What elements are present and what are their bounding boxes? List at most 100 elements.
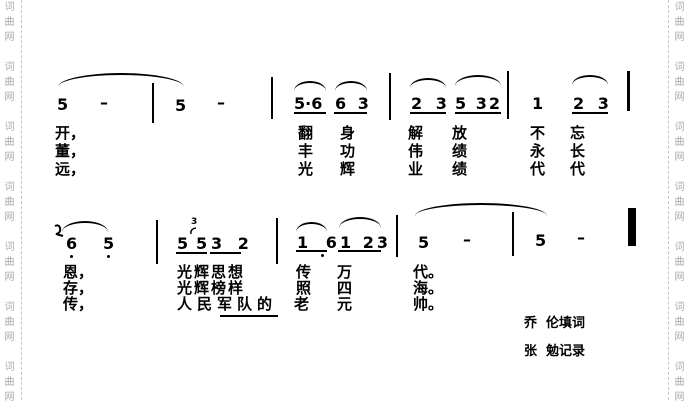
- lyric: 帅。: [413, 295, 444, 313]
- transcriber-credit: 张 勉记录: [524, 344, 586, 359]
- eighth-underline: [210, 252, 241, 254]
- tie-arc: [415, 203, 547, 216]
- low-octave-dot: [107, 255, 110, 258]
- lyric: 代。: [413, 263, 444, 281]
- slur-arc: [62, 221, 108, 232]
- slur-arc: [335, 81, 367, 91]
- note-group: 5 32: [455, 94, 502, 113]
- watermark-right: 词曲网: [674, 182, 685, 223]
- watermark-left: 词曲网: [4, 182, 15, 223]
- lyric: 放: [452, 124, 468, 142]
- note-extension-dash: –: [463, 230, 471, 249]
- eighth-underline: [455, 112, 501, 114]
- eighth-underline: [176, 252, 207, 254]
- note: 5: [535, 231, 549, 250]
- lyric: 恩，: [63, 263, 94, 281]
- lyric: 业: [408, 160, 424, 178]
- lyric: 远，: [55, 160, 86, 178]
- barline: [627, 71, 630, 111]
- note: 5: [177, 234, 191, 253]
- watermark-left: 词曲网: [4, 62, 15, 103]
- lyric: 万: [337, 263, 353, 281]
- left-watermark-divider: [21, 0, 22, 400]
- lyric: 功: [340, 142, 356, 160]
- note: 5: [196, 234, 210, 253]
- slur-arc: [572, 75, 608, 85]
- note-group: 2 3: [573, 94, 613, 113]
- eighth-underline: [294, 112, 326, 114]
- watermark-right: 词曲网: [674, 302, 685, 343]
- lyric-phrase: 光辉榜样: [177, 279, 246, 297]
- eighth-underline: [334, 112, 367, 114]
- barline: [271, 77, 273, 119]
- note: 1: [532, 94, 546, 113]
- note-group: 3 2: [211, 234, 254, 253]
- lyric: 伟: [408, 142, 424, 160]
- lyric: 存，: [63, 279, 94, 297]
- note-extension-dash: –: [217, 93, 225, 112]
- note-group: 6 3: [335, 94, 372, 113]
- lyric: 元: [337, 295, 353, 313]
- lyric: 开，: [55, 124, 86, 142]
- lyric: 老: [294, 295, 310, 313]
- note-extension-dash: –: [577, 228, 585, 247]
- watermark-right: 词曲网: [674, 242, 685, 283]
- lyric-phrase: 人民军队的: [177, 295, 278, 313]
- barline: [396, 215, 398, 257]
- watermark-left: 词曲网: [4, 122, 15, 163]
- lyric: 海。: [413, 279, 444, 297]
- low-octave-dot: [321, 254, 324, 257]
- note-group: 1 6: [297, 233, 343, 252]
- lyric: 永: [530, 142, 546, 160]
- grace-ornament-icon: [54, 224, 64, 237]
- tie-arc: [58, 73, 184, 87]
- barline: [152, 83, 154, 123]
- melisma-underline: [220, 315, 278, 317]
- final-barline: [628, 208, 636, 246]
- lyric: 董，: [55, 142, 86, 160]
- lyric: 不: [530, 124, 546, 142]
- barline: [389, 73, 391, 120]
- lyric: 光: [298, 160, 314, 178]
- lyric: 代: [570, 160, 586, 178]
- note-extension-dash: –: [100, 93, 108, 112]
- grace-slur-icon: [190, 227, 197, 235]
- slur-arc: [455, 75, 501, 86]
- lyric: 丰: [298, 142, 314, 160]
- watermark-left: 词曲网: [4, 2, 15, 43]
- lyric: 照: [296, 279, 312, 297]
- barline: [512, 212, 514, 256]
- low-octave-dot: [70, 255, 73, 258]
- slur-arc: [296, 222, 327, 232]
- lyric: 代: [530, 160, 546, 178]
- note: 5: [418, 233, 432, 252]
- lyric: 身: [340, 124, 356, 142]
- watermark-right: 词曲网: [674, 2, 685, 43]
- lyric: 绩: [452, 142, 468, 160]
- note: 5: [103, 234, 117, 253]
- eighth-underline: [296, 250, 327, 252]
- lyric: 辉: [340, 160, 356, 178]
- lyric: 四: [337, 279, 353, 297]
- watermark-left: 词曲网: [4, 362, 15, 403]
- slur-arc: [410, 78, 446, 88]
- lyric: 传: [296, 263, 312, 281]
- note: 5: [175, 96, 189, 115]
- note: 5: [57, 95, 71, 114]
- barline: [156, 220, 158, 264]
- slur-arc: [339, 217, 381, 228]
- lyric: 传，: [63, 295, 94, 313]
- lyric: 绩: [452, 160, 468, 178]
- eighth-underline: [410, 112, 446, 114]
- eighth-underline: [338, 250, 381, 252]
- watermark-left: 词曲网: [4, 242, 15, 283]
- lyric: 长: [570, 142, 586, 160]
- eighth-underline: [572, 112, 608, 114]
- barline: [507, 71, 509, 119]
- lyric: 忘: [570, 124, 586, 142]
- lyricist-credit: 乔 伦填词: [524, 316, 586, 331]
- lyric-phrase: 光辉思想: [177, 263, 246, 281]
- lyric: 翻: [298, 124, 314, 142]
- watermark-right: 词曲网: [674, 62, 685, 103]
- right-watermark-divider: [668, 0, 669, 400]
